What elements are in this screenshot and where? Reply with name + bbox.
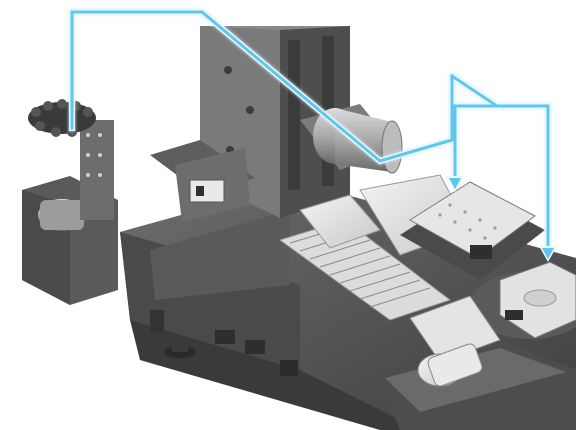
flow-line [70, 10, 550, 252]
leveling-foot [164, 340, 196, 358]
y-axis-way-cover [150, 140, 255, 222]
arrow-down-icon [539, 246, 557, 262]
tool-magazine [28, 99, 96, 137]
rotary-table-rear [400, 181, 545, 280]
arrow-down-icon [446, 176, 464, 192]
servo-motor [409, 295, 501, 387]
hydraulic-unit [22, 120, 118, 305]
lubrication-flow-lines [69, 9, 551, 253]
rotary-table-front [470, 261, 576, 339]
